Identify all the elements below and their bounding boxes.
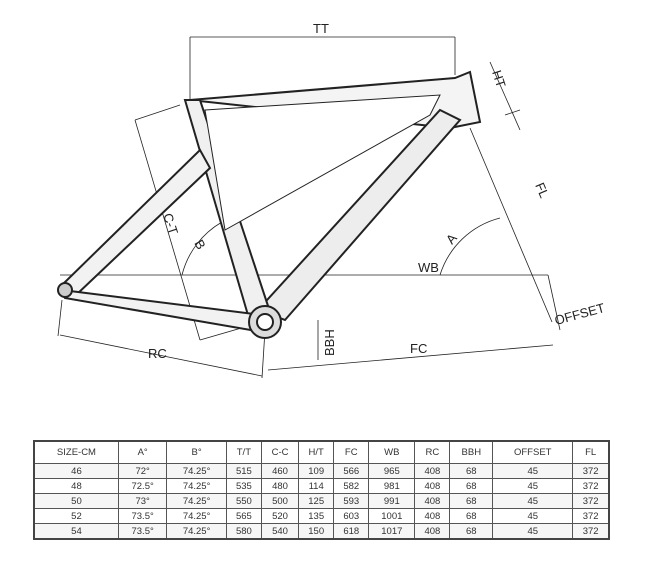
- table-cell: 372: [572, 463, 610, 479]
- table-cell: 372: [572, 523, 610, 540]
- column-header: FL: [572, 440, 610, 464]
- table-cell: 73°: [117, 493, 168, 509]
- table-cell: 50: [33, 493, 119, 509]
- table-cell: 991: [368, 493, 416, 509]
- table-cell: 408: [414, 508, 451, 524]
- table-cell: 74.25°: [166, 508, 227, 524]
- table-cell: 72°: [117, 463, 168, 479]
- column-header: SIZE-CM: [33, 440, 119, 464]
- table-cell: 515: [225, 463, 262, 479]
- label-fl: FL: [532, 180, 552, 200]
- table-cell: 68: [449, 478, 494, 494]
- table-cell: 540: [260, 523, 300, 540]
- table-cell: 965: [368, 463, 416, 479]
- table-cell: 68: [449, 523, 494, 540]
- table-cell: 68: [449, 463, 494, 479]
- table-cell: 135: [298, 508, 335, 524]
- table-cell: 535: [225, 478, 262, 494]
- table-cell: 618: [333, 523, 370, 540]
- label-ht: HT: [489, 68, 509, 89]
- table-cell: 74.25°: [166, 478, 227, 494]
- table-cell: 54: [33, 523, 119, 540]
- column-header: RC: [414, 440, 451, 464]
- table-cell: 74.25°: [166, 493, 227, 509]
- table-cell: 74.25°: [166, 523, 227, 540]
- table-cell: 480: [260, 478, 300, 494]
- table-cell: 372: [572, 508, 610, 524]
- table-cell: 45: [492, 523, 574, 540]
- table-cell: 408: [414, 463, 451, 479]
- table-cell: 48: [33, 478, 119, 494]
- table-cell: 500: [260, 493, 300, 509]
- table-cell: 981: [368, 478, 416, 494]
- table-cell: 68: [449, 493, 494, 509]
- table-cell: 72.5°: [117, 478, 168, 494]
- table-cell: 150: [298, 523, 335, 540]
- table-cell: 68: [449, 508, 494, 524]
- table-cell: 46: [33, 463, 119, 479]
- frame-diagram: TT HT FL OFFSET WB FC BBH RC C-T B A: [57, 21, 606, 379]
- table-cell: 550: [225, 493, 262, 509]
- dimension-lines: [57, 36, 561, 379]
- table-cell: 520: [260, 508, 300, 524]
- table-cell: 74.25°: [166, 463, 227, 479]
- table-cell: 52: [33, 508, 119, 524]
- label-bbh: BBH: [322, 329, 337, 356]
- table-cell: 408: [414, 493, 451, 509]
- column-header: A°: [117, 440, 168, 464]
- column-header: T/T: [225, 440, 262, 464]
- column-header: BBH: [449, 440, 494, 464]
- column-header: C-C: [260, 440, 300, 464]
- table-cell: 1001: [368, 508, 416, 524]
- label-tt: TT: [313, 21, 329, 36]
- table-cell: 593: [333, 493, 370, 509]
- table-cell: 566: [333, 463, 370, 479]
- bike-frame: [57, 70, 482, 339]
- label-angle-b: B: [191, 237, 208, 252]
- table-cell: 114: [298, 478, 335, 494]
- label-wb: WB: [418, 260, 439, 275]
- table-cell: 45: [492, 508, 574, 524]
- label-ct: C-T: [160, 211, 181, 236]
- table-cell: 372: [572, 478, 610, 494]
- column-header: WB: [368, 440, 416, 464]
- column-header: FC: [333, 440, 370, 464]
- table-cell: 45: [492, 493, 574, 509]
- table-cell: 565: [225, 508, 262, 524]
- column-header: H/T: [298, 440, 335, 464]
- table-cell: 408: [414, 478, 451, 494]
- table-cell: 109: [298, 463, 335, 479]
- table-cell: 125: [298, 493, 335, 509]
- table-cell: 45: [492, 463, 574, 479]
- table-cell: 45: [492, 478, 574, 494]
- table-cell: 460: [260, 463, 300, 479]
- table-cell: 73.5°: [117, 508, 168, 524]
- label-fc: FC: [410, 341, 427, 356]
- table-cell: 582: [333, 478, 370, 494]
- label-offset: OFFSET: [553, 300, 606, 328]
- table-cell: 603: [333, 508, 370, 524]
- table-cell: 580: [225, 523, 262, 540]
- table-cell: 1017: [368, 523, 416, 540]
- column-header: OFFSET: [492, 440, 574, 464]
- label-rc: RC: [148, 346, 167, 361]
- table-cell: 408: [414, 523, 451, 540]
- table-cell: 73.5°: [117, 523, 168, 540]
- column-header: B°: [166, 440, 227, 464]
- table-cell: 372: [572, 493, 610, 509]
